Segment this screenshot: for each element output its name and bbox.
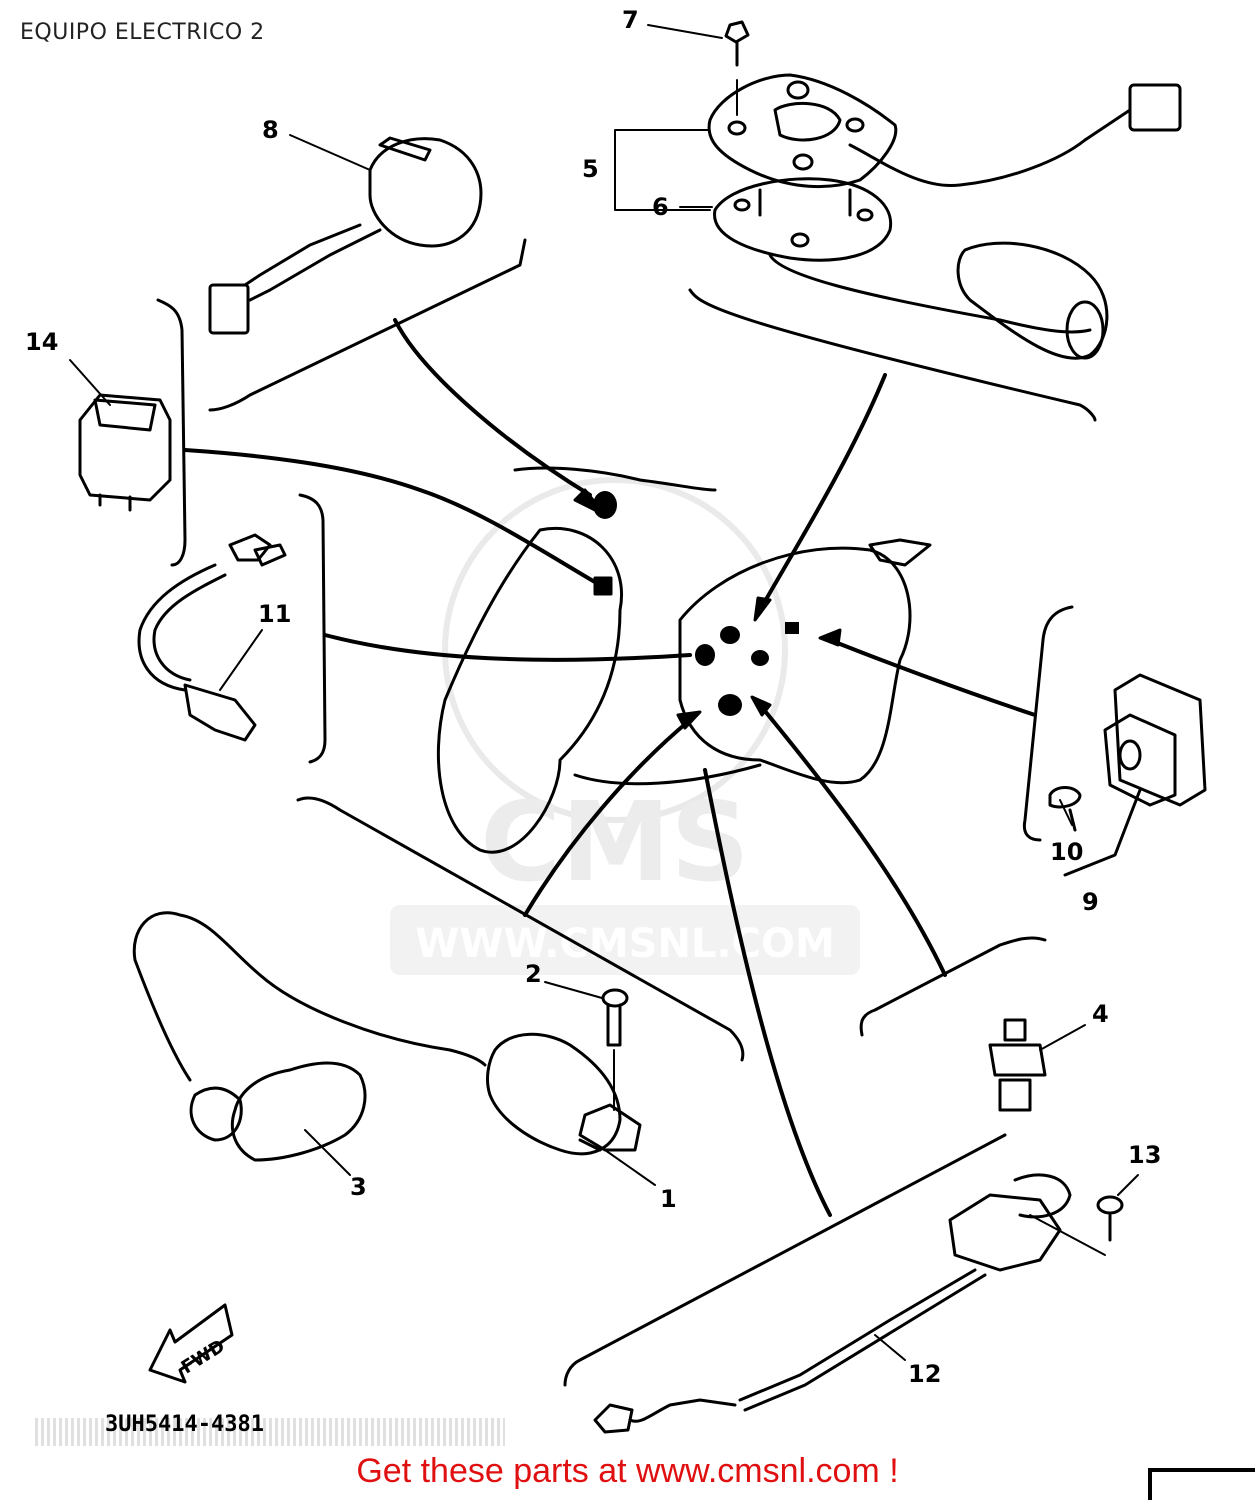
callout-4: 4 <box>1092 1000 1109 1028</box>
fwd-arrow-icon <box>148 1303 234 1384</box>
part-3-plug-cap <box>132 911 487 1162</box>
part-12-switch <box>593 1173 1072 1434</box>
callout-labels: 1 2 3 4 5 6 7 8 9 10 11 12 13 14 FWD <box>25 6 1161 1388</box>
callout-2: 2 <box>525 960 542 988</box>
watermark-brand: CMS <box>480 778 749 906</box>
group-bracket-3 <box>296 710 745 1062</box>
callout-9: 9 <box>1082 888 1099 916</box>
corner-marker <box>1148 1468 1255 1500</box>
part-11-sensor <box>137 533 287 742</box>
part-13-screw <box>1096 1195 1124 1242</box>
group-bracket-8 <box>208 238 607 517</box>
page-title: EQUIPO ELECTRICO 2 <box>20 20 265 45</box>
group-bracket-14 <box>156 298 613 596</box>
group-bracket-5 <box>688 288 1097 622</box>
callout-7: 7 <box>622 6 639 34</box>
callout-14: 14 <box>25 328 58 356</box>
part-2-screw <box>601 988 629 1111</box>
callout-10: 10 <box>1050 838 1083 866</box>
callout-6: 6 <box>652 193 669 221</box>
callout-leaders <box>69 24 1139 1361</box>
part-5-fuel-sender <box>707 73 1182 217</box>
callout-11: 11 <box>258 600 291 628</box>
part-14-relay-box <box>78 393 172 512</box>
part-7-bolt <box>724 20 750 116</box>
fwd-label: FWD <box>178 1336 229 1379</box>
diagram-part-code: 3UH5414-4381 <box>105 1412 264 1437</box>
group-bracket-4 <box>750 695 1047 1037</box>
callout-5: 5 <box>582 155 599 183</box>
group-bracket-12 <box>563 768 1007 1387</box>
callout-8: 8 <box>262 116 279 144</box>
part-6-gasket <box>713 177 1092 334</box>
frame-body <box>436 466 932 854</box>
part-9-indicator-unit <box>1063 673 1207 877</box>
cms-watermark: CMS WWW.CMSNL.COM <box>390 477 860 975</box>
callout-13: 13 <box>1128 1141 1161 1169</box>
part-code-noise <box>35 1418 505 1446</box>
part-8-relay <box>208 136 483 335</box>
callout-3: 3 <box>350 1173 367 1201</box>
frame-connectors <box>593 491 799 716</box>
watermark-url: WWW.CMSNL.COM <box>415 921 835 967</box>
group-bracket-11 <box>298 493 692 764</box>
parts-link[interactable]: Get these parts at www.cmsnl.com ! <box>356 1452 899 1490</box>
fuel-float <box>956 241 1109 360</box>
part-10-bulb <box>1048 786 1082 832</box>
group-bracket-9 <box>818 605 1074 842</box>
callout-12: 12 <box>908 1360 941 1388</box>
part-1-ignition-coil <box>486 1032 642 1156</box>
callout-1: 1 <box>660 1185 677 1213</box>
part-4-thermo-sensor <box>988 1018 1047 1112</box>
